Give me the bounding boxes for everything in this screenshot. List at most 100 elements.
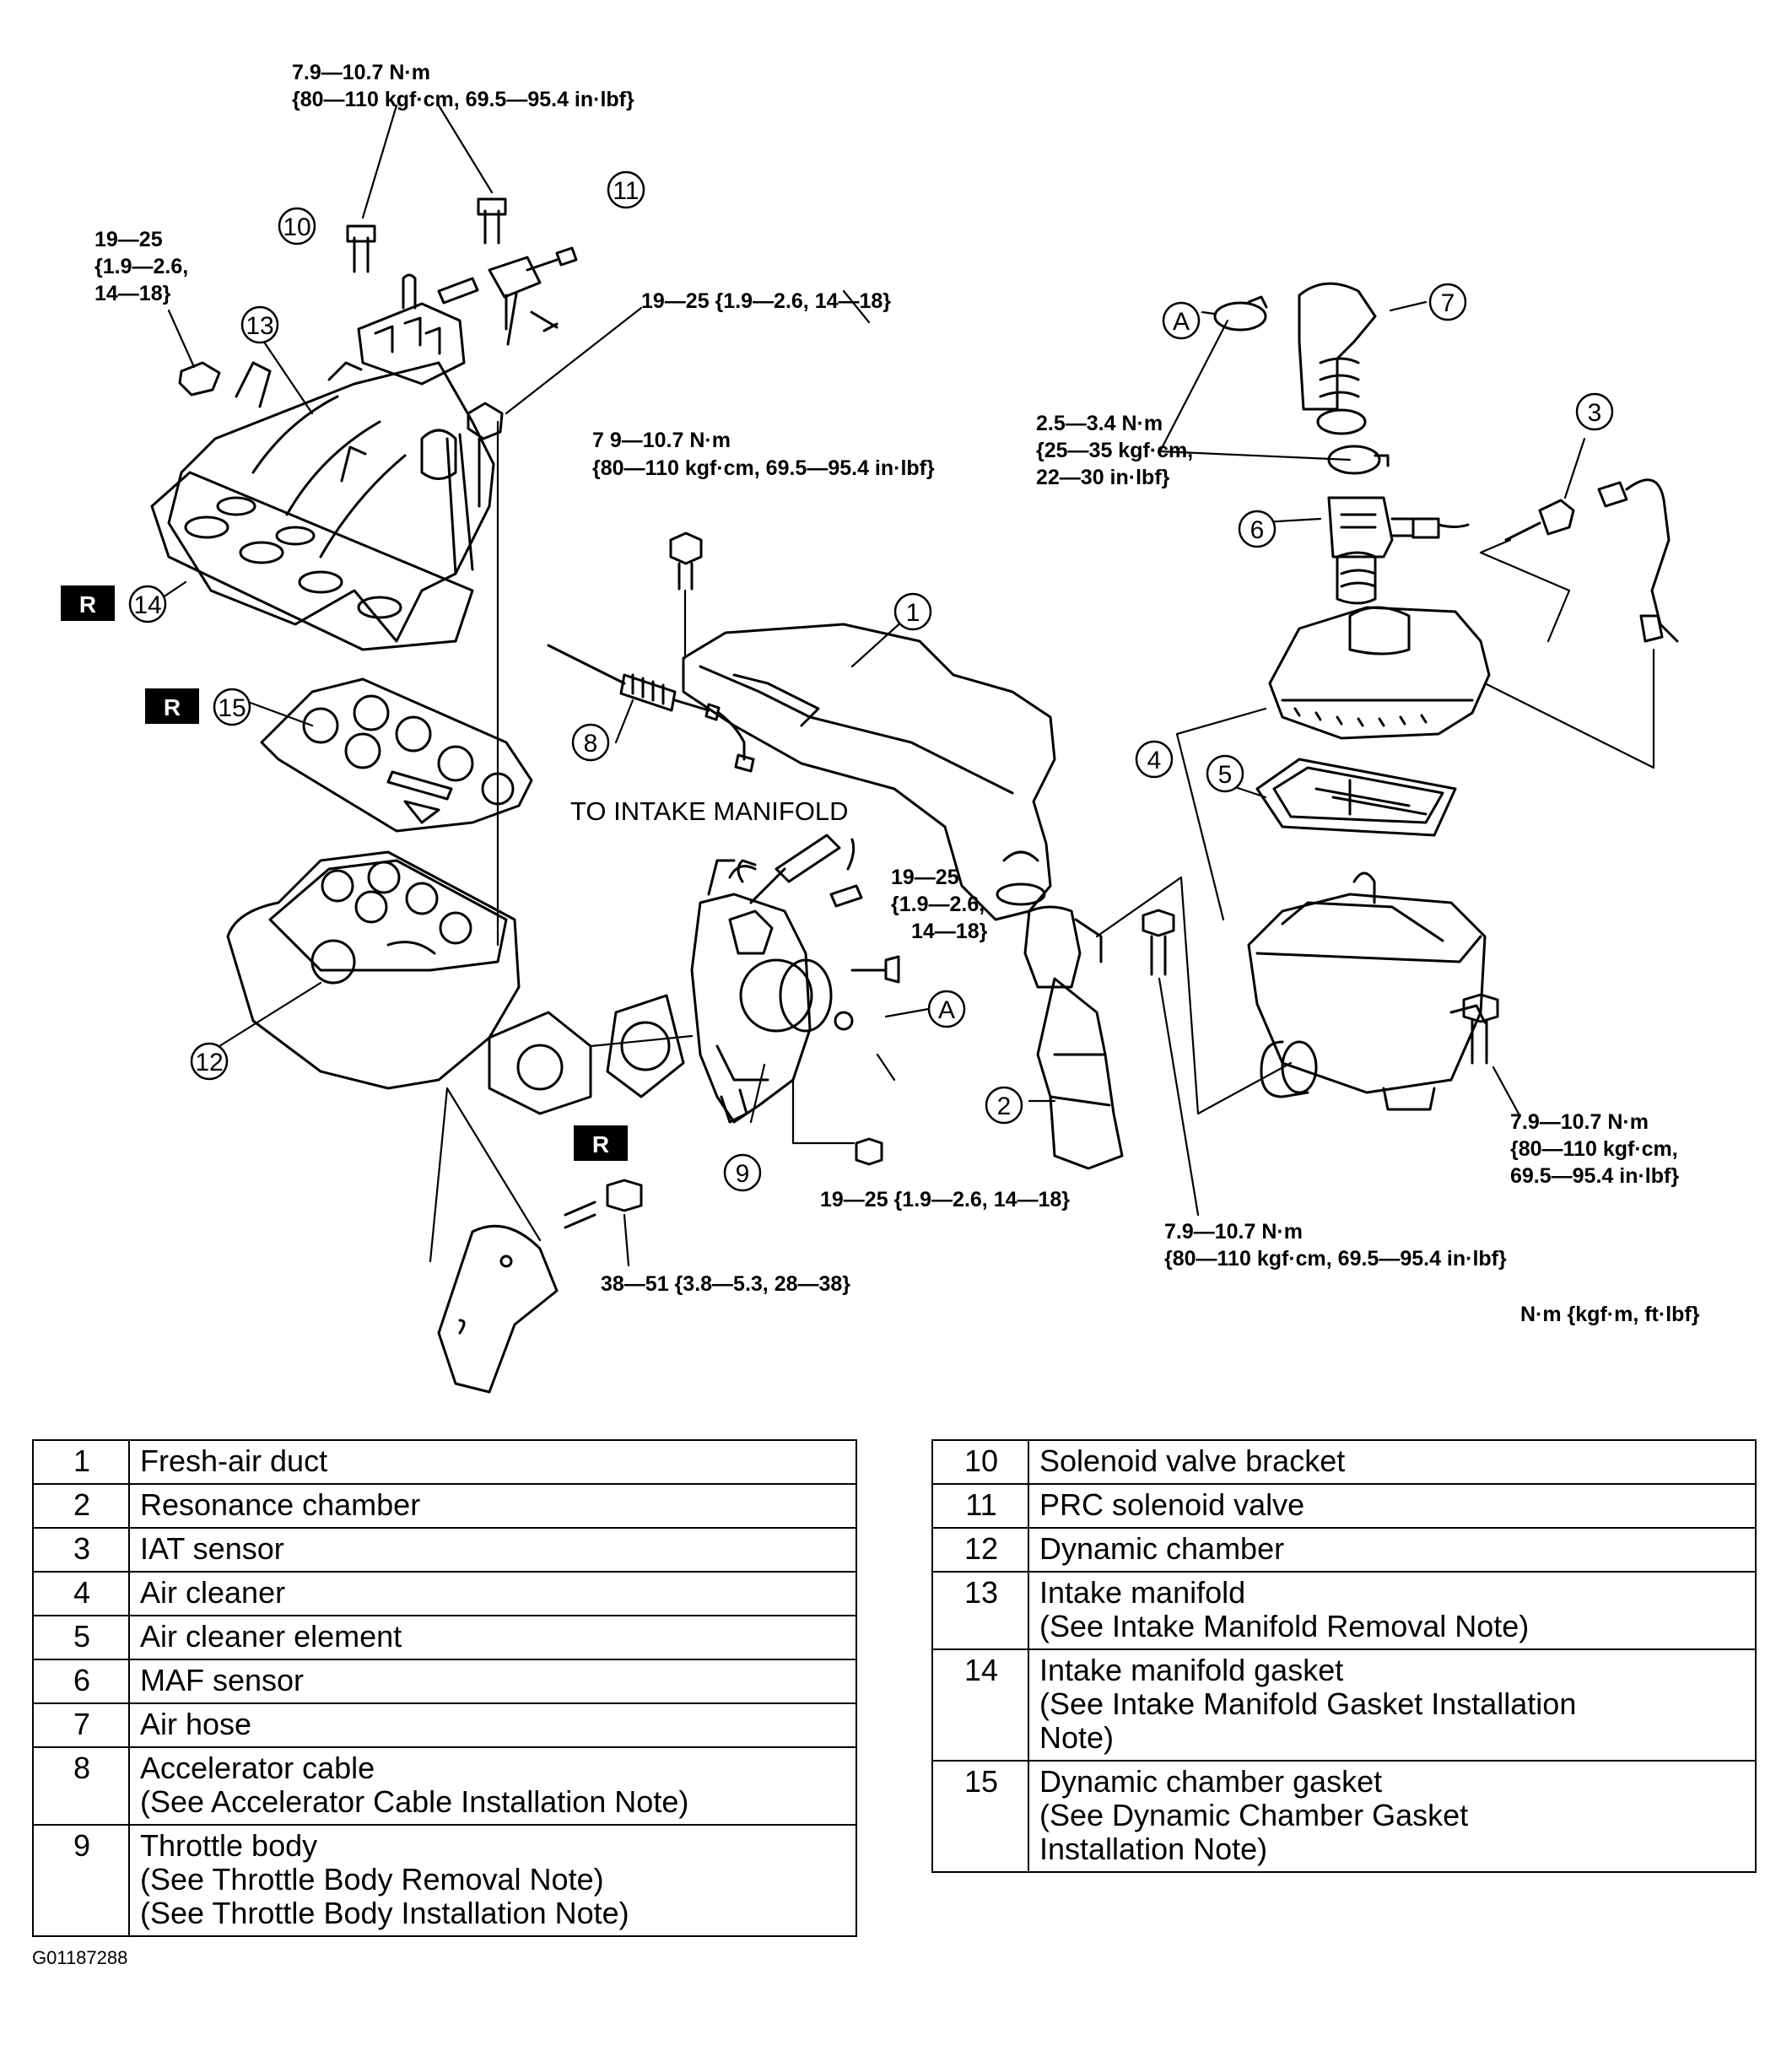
- svg-text:R: R: [79, 591, 96, 618]
- air-cleaner-element-shape: [1255, 758, 1457, 837]
- legend-desc: Air hose: [128, 1702, 857, 1748]
- torque-cleaner-line2: {80—110 kgf·cm,: [1510, 1137, 1678, 1161]
- torque-cleaner-line3: 69.5—95.4 in·lbf}: [1510, 1164, 1679, 1188]
- torque-throttle-nut: 19—25 {1.9—2.6, 14—18}: [820, 1188, 1070, 1211]
- dynamic-chamber-shape: [226, 850, 521, 1090]
- air-cleaner-body-shape: [1247, 871, 1487, 1111]
- svg-text:8: 8: [584, 730, 598, 758]
- legend-desc: Solenoid valve bracket: [1028, 1439, 1757, 1485]
- intake-manifold-gasket-shape: [150, 471, 474, 651]
- torque-throttle-line1: 19—25: [891, 866, 959, 889]
- mounting-bracket-shape: [437, 1224, 559, 1394]
- legend-desc: Dynamic chamber gasket(See Dynamic Chamb…: [1028, 1760, 1757, 1873]
- callout-6: 6: [1238, 510, 1277, 548]
- torque-solenoid-line2: {80—110 kgf·cm, 69.5—95.4 in·lbf}: [292, 88, 634, 111]
- throttle-body-gasket-shape: [488, 994, 685, 1115]
- air-cleaner-bolt: [1462, 993, 1499, 1065]
- resonance-bolt: [1142, 909, 1175, 976]
- callout-7: 7: [1428, 283, 1467, 321]
- legend-num: 9: [32, 1824, 130, 1937]
- bracket-bolt: [564, 1179, 643, 1229]
- accelerator-cable-shape: [547, 644, 755, 773]
- replace-mark-14: R: [61, 585, 115, 621]
- prc-solenoid-valve-shape: [437, 246, 578, 346]
- legend-num: 13: [931, 1571, 1029, 1650]
- callout-13: 13: [240, 305, 279, 344]
- legend-num: 3: [32, 1527, 130, 1573]
- torque-resonance-line1: 7.9—10.7 N·m: [1164, 1220, 1303, 1244]
- callout-2: 2: [985, 1086, 1023, 1125]
- throttle-body-shape: [690, 859, 854, 1124]
- callout-circles: 1 2 3 4 5 6 7 8 9 10 11 12 13 14 15 A A: [128, 170, 1614, 1192]
- svg-text:10: 10: [283, 213, 310, 241]
- callout-4: 4: [1135, 740, 1174, 779]
- solenoid-bolts: [346, 197, 507, 273]
- legend-num: 5: [32, 1615, 130, 1660]
- callout-a-left: A: [1162, 301, 1201, 340]
- legend-num: 11: [931, 1483, 1029, 1529]
- legend-desc: Throttle body(See Throttle Body Removal …: [128, 1824, 857, 1937]
- svg-text:2: 2: [997, 1093, 1012, 1120]
- callout-1: 1: [893, 592, 932, 631]
- callout-15: 15: [213, 688, 251, 726]
- torque-resonance-line2: {80—110 kgf·cm, 69.5—95.4 in·lbf}: [1164, 1247, 1507, 1271]
- svg-text:7: 7: [1441, 289, 1455, 317]
- torque-solenoid-line1: 7.9—10.7 N·m: [292, 61, 430, 84]
- svg-text:11: 11: [613, 177, 639, 205]
- legend-num: 14: [931, 1648, 1029, 1762]
- svg-text:5: 5: [1218, 761, 1233, 789]
- legend-desc: Air cleaner element: [128, 1615, 857, 1660]
- exploded-intake-diagram: 1 2 3 4 5 6 7 8 9 10 11 12 13 14 15 A A …: [61, 61, 1700, 1394]
- maf-sensor-shape: [1327, 496, 1470, 605]
- legend-num: 12: [931, 1527, 1029, 1573]
- legend-num: 6: [32, 1659, 130, 1704]
- svg-text:12: 12: [195, 1049, 223, 1076]
- dynamic-chamber-gasket-shape: [260, 677, 533, 833]
- to-intake-manifold-label: TO INTAKE MANIFOLD: [570, 796, 849, 826]
- fresh-air-duct-shape: [682, 623, 1056, 921]
- replace-marks: R R R: [61, 585, 628, 1161]
- svg-text:14: 14: [133, 591, 161, 619]
- legend-num: 4: [32, 1571, 130, 1616]
- legend-desc: Air cleaner: [128, 1571, 857, 1616]
- svg-text:A: A: [1173, 308, 1190, 336]
- hose-clamp-top: [1213, 295, 1268, 332]
- intake-manifold-shape: [167, 361, 495, 643]
- torque-throttle-line2: {1.9—2.6,: [891, 893, 985, 916]
- legend-desc: MAF sensor: [128, 1659, 857, 1704]
- legend-num: 15: [931, 1760, 1029, 1873]
- legend-desc: IAT sensor: [128, 1527, 857, 1573]
- callout-8: 8: [571, 723, 610, 762]
- iat-sensor-shape: [1504, 478, 1679, 643]
- legend-num: 8: [32, 1746, 130, 1826]
- throttle-nut: [855, 1137, 883, 1166]
- torque-units: N·m {kgf·m, ft·lbf}: [1520, 1303, 1700, 1326]
- svg-text:13: 13: [246, 312, 273, 340]
- torque-bracket-bolt: 38—51 {3.8—5.3, 28—38}: [601, 1272, 850, 1296]
- callout-a-right: A: [927, 990, 966, 1028]
- legend-desc: Fresh-air duct: [128, 1439, 857, 1485]
- torque-duct-line1: 7 9—10.7 N·m: [592, 429, 731, 452]
- callout-9: 9: [723, 1153, 762, 1192]
- legend-num: 1: [32, 1439, 130, 1485]
- duct-bolt: [669, 531, 703, 591]
- svg-text:R: R: [164, 694, 181, 720]
- torque-manifold-left-line3: 14—18}: [94, 282, 171, 305]
- solenoid-valve-bracket-shape: [357, 273, 466, 386]
- legend-num: 7: [32, 1702, 130, 1748]
- throttle-connector: [829, 838, 863, 908]
- callout-5: 5: [1206, 754, 1244, 793]
- svg-text:1: 1: [906, 599, 920, 627]
- callout-12: 12: [190, 1042, 229, 1081]
- air-hose-shape: [1298, 282, 1377, 435]
